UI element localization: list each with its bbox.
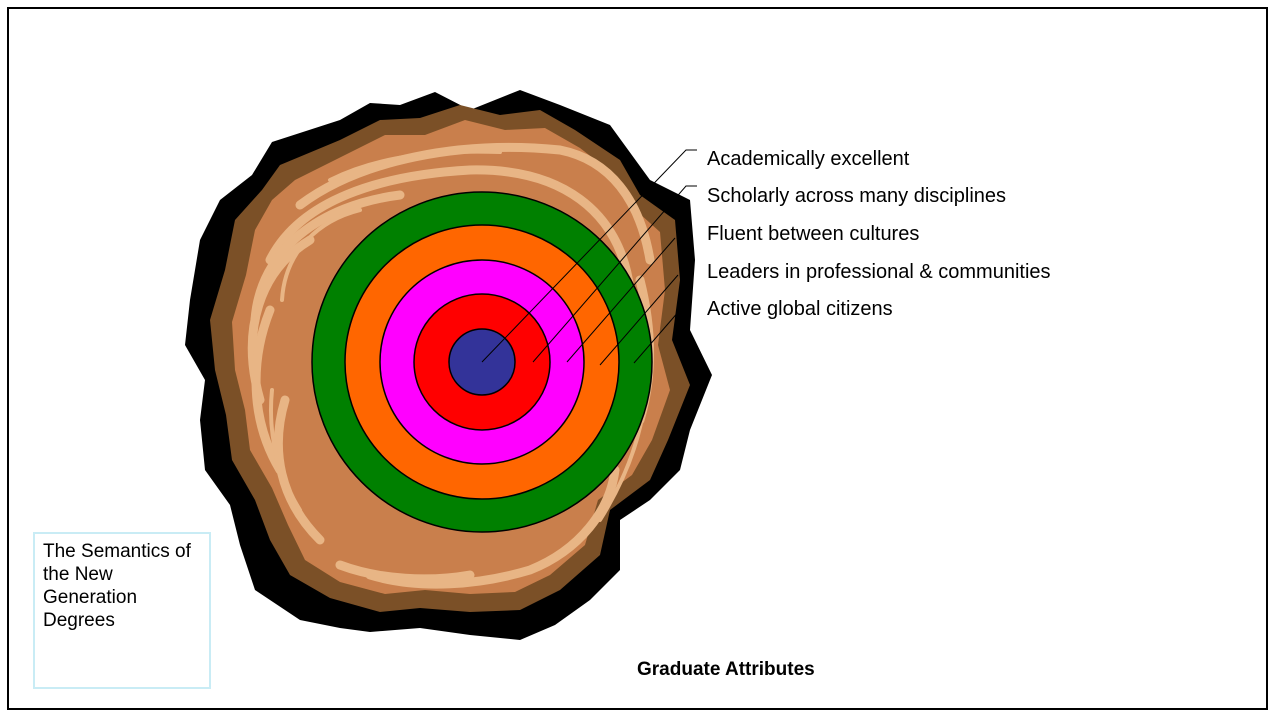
- label-leaders: Leaders in professional & communities: [707, 261, 1051, 284]
- label-global-citizens: Active global citizens: [707, 298, 893, 321]
- caption-text: The Semantics of the New Generation Degr…: [43, 541, 191, 631]
- label-fluent: Fluent between cultures: [707, 223, 919, 246]
- label-scholarly: Scholarly across many disciplines: [707, 185, 1006, 208]
- bottom-title: Graduate Attributes: [637, 659, 815, 681]
- caption-box: The Semantics of the New Generation Degr…: [33, 532, 211, 689]
- label-academically-excellent: Academically excellent: [707, 148, 909, 171]
